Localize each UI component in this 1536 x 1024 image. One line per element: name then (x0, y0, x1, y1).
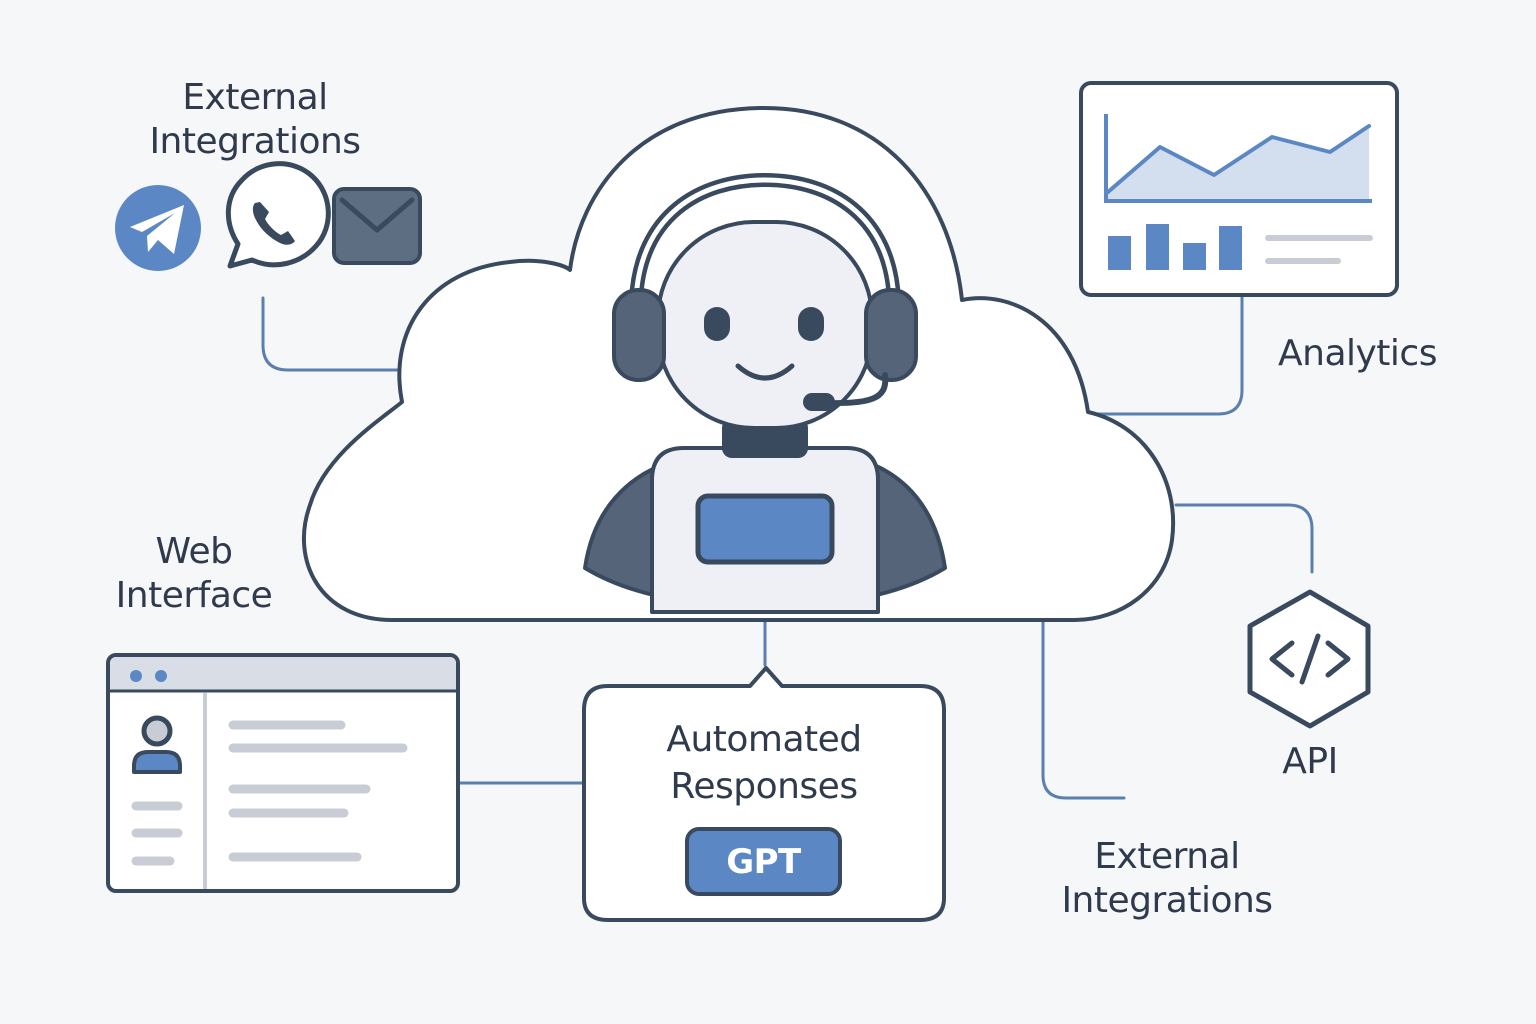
whatsapp-icon (225, 161, 331, 269)
label-line: Responses (670, 766, 858, 807)
connector-external-top (261, 296, 402, 372)
connector-external-bottom (1041, 620, 1126, 800)
support-robot-headset-icon (583, 172, 947, 614)
analytics-area (1108, 126, 1369, 201)
automated-responses-label: Automated Responses (604, 716, 924, 810)
headset-mic (803, 393, 835, 411)
label-line: Analytics (1278, 333, 1437, 374)
gpt-badge: GPT (687, 836, 840, 888)
connectors (261, 295, 1314, 800)
label-line: Interface (115, 575, 273, 616)
robot-head (656, 220, 874, 430)
label-line: API (1282, 741, 1338, 782)
gpt-badge-label: GPT (726, 842, 801, 882)
telegram-icon (115, 185, 201, 271)
external-integrations-top-label: External Integrations (120, 76, 390, 164)
label-line: Web (155, 531, 234, 572)
label-line: Integrations (149, 121, 361, 162)
label-line: Automated (666, 719, 862, 760)
api-label: API (1250, 740, 1370, 784)
connector-api (1174, 503, 1314, 574)
robot-smile (735, 363, 795, 381)
label-line: External (1094, 836, 1240, 877)
analytics-axis (1104, 114, 1372, 203)
analytics-bar (1183, 243, 1206, 270)
analytics-label: Analytics (1278, 332, 1437, 376)
connector-analytics (1088, 295, 1244, 416)
label-line: External (182, 77, 328, 118)
headset-band-inner (633, 177, 897, 303)
external-integrations-bottom-label: External Integrations (1036, 835, 1298, 923)
analytics-bar (1108, 236, 1131, 270)
robot-eye-left (704, 307, 730, 341)
code-hexagon-icon (1247, 589, 1371, 729)
analytics-dashboard-icon (1079, 81, 1399, 297)
automated-responses-callout (582, 666, 946, 922)
gpt-badge-bg (685, 827, 842, 896)
user-avatar-icon (132, 715, 182, 774)
mail-icon (332, 187, 422, 265)
robot-eye-right (798, 307, 824, 341)
headset-earcup-left (612, 288, 666, 382)
analytics-line (1106, 124, 1371, 194)
label-line: Integrations (1061, 880, 1273, 921)
web-interface-label: Web Interface (92, 530, 296, 618)
web-window-icon (106, 653, 460, 893)
analytics-bar (1219, 226, 1242, 270)
robot-chest-screen (695, 493, 835, 565)
analytics-bar (1146, 224, 1169, 270)
headset-earcup-right (864, 288, 918, 382)
